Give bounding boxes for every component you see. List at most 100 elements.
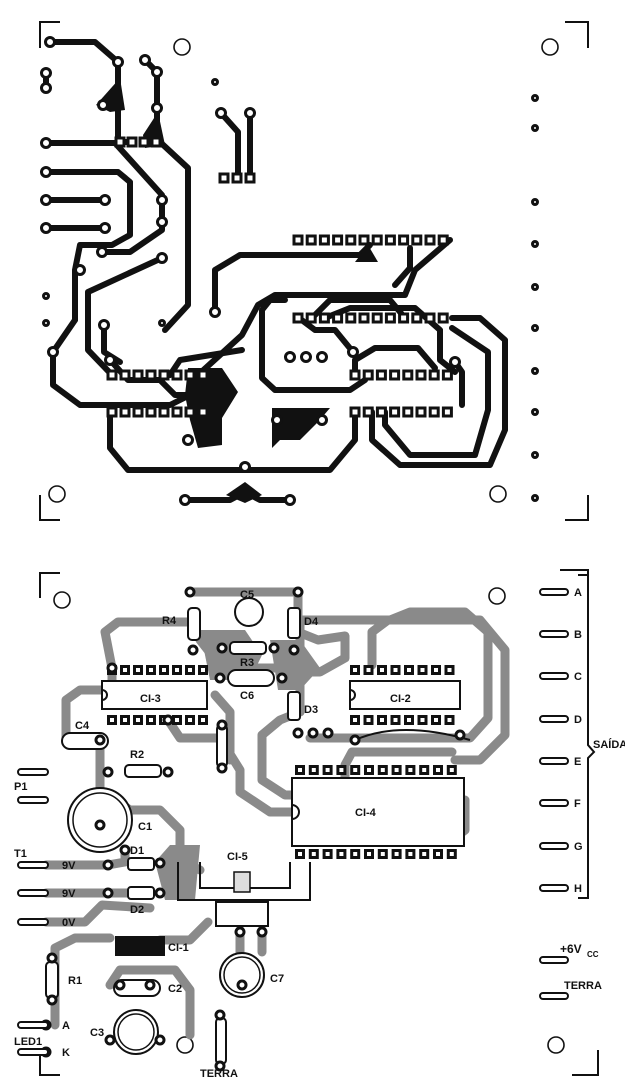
- label-k: K: [62, 1047, 70, 1059]
- pad: [133, 715, 143, 725]
- pad: [454, 729, 466, 741]
- pad: [417, 715, 428, 725]
- connector-pin: [17, 1021, 49, 1029]
- pad: [318, 234, 330, 246]
- label-saida: SAÍDA: [593, 738, 625, 751]
- resistor-r2: [124, 764, 162, 778]
- pad: [441, 406, 453, 418]
- label-r4: R4: [162, 615, 177, 627]
- pad: [162, 766, 174, 778]
- output-label: E: [574, 756, 581, 768]
- label-cc: CC: [587, 950, 599, 959]
- pad: [419, 765, 430, 775]
- pad: [154, 1034, 166, 1046]
- label-r2: R2: [130, 749, 144, 761]
- pad: [120, 665, 130, 675]
- ic-ci2: [349, 680, 461, 710]
- pad: [156, 216, 168, 228]
- pad: [172, 665, 182, 675]
- pad: [102, 766, 114, 778]
- label-c6: C6: [240, 690, 254, 702]
- label-r1: R1: [68, 975, 82, 987]
- pad: [119, 369, 131, 381]
- pad: [197, 406, 209, 418]
- pad: [405, 765, 416, 775]
- connector-pin: [17, 768, 49, 776]
- pad: [159, 665, 169, 675]
- pad: [332, 312, 344, 324]
- pad: [40, 194, 52, 206]
- pad: [404, 665, 414, 675]
- pad: [292, 727, 304, 739]
- pad: [184, 406, 196, 418]
- pad: [197, 369, 209, 381]
- pad: [119, 844, 131, 856]
- pad: [288, 644, 300, 656]
- pad: [218, 172, 230, 184]
- pad: [184, 369, 196, 381]
- pad: [433, 765, 443, 775]
- pad: [449, 356, 461, 368]
- label-9v-a: 9V: [62, 860, 76, 872]
- pad: [336, 765, 347, 775]
- pad: [358, 312, 370, 324]
- pad: [411, 234, 423, 246]
- label-ci2: CI-2: [390, 693, 411, 705]
- pad: [156, 194, 168, 206]
- pad: [42, 292, 50, 300]
- pad: [107, 715, 117, 725]
- output-pin: [539, 799, 569, 807]
- pad: [132, 406, 144, 418]
- pad: [424, 234, 436, 246]
- pad: [377, 765, 388, 775]
- pad: [405, 849, 416, 859]
- pad: [431, 715, 441, 725]
- pad: [531, 408, 539, 416]
- pad: [415, 406, 427, 418]
- pad: [244, 107, 256, 119]
- pad: [295, 765, 305, 775]
- pad: [284, 494, 296, 506]
- diode-d3: [287, 691, 301, 721]
- pad: [431, 665, 441, 675]
- pad: [349, 369, 361, 381]
- pad: [428, 369, 440, 381]
- pad: [146, 715, 156, 725]
- pad: [40, 67, 52, 79]
- label-ci1: CI-1: [168, 942, 189, 954]
- pad: [391, 765, 402, 775]
- pad: [132, 369, 144, 381]
- pad: [531, 240, 539, 248]
- pad: [390, 665, 401, 675]
- pad: [119, 406, 131, 418]
- pad: [363, 715, 374, 725]
- output-label: D: [574, 714, 582, 726]
- pad: [171, 369, 183, 381]
- pad: [364, 849, 374, 859]
- ic-ci4: [291, 777, 465, 847]
- pad: [428, 406, 440, 418]
- output-label: C: [574, 671, 582, 683]
- pad: [150, 136, 162, 148]
- pad: [316, 414, 328, 426]
- label-c7: C7: [270, 973, 284, 985]
- pad: [398, 312, 410, 324]
- output-pin: [539, 842, 569, 850]
- pad: [371, 234, 383, 246]
- pad: [350, 849, 361, 859]
- pad: [182, 434, 194, 446]
- output-label: B: [574, 629, 582, 641]
- pad: [151, 102, 163, 114]
- output-pin: [539, 884, 569, 892]
- pad: [42, 319, 50, 327]
- pad: [332, 234, 344, 246]
- pad: [144, 979, 156, 991]
- diode-d4: [287, 607, 301, 639]
- pad: [350, 715, 360, 725]
- output-label: H: [574, 883, 582, 895]
- ic-ci3: [101, 680, 208, 710]
- pad: [375, 406, 387, 418]
- diode-d2: [127, 886, 155, 900]
- pad: [375, 369, 387, 381]
- pad: [419, 849, 430, 859]
